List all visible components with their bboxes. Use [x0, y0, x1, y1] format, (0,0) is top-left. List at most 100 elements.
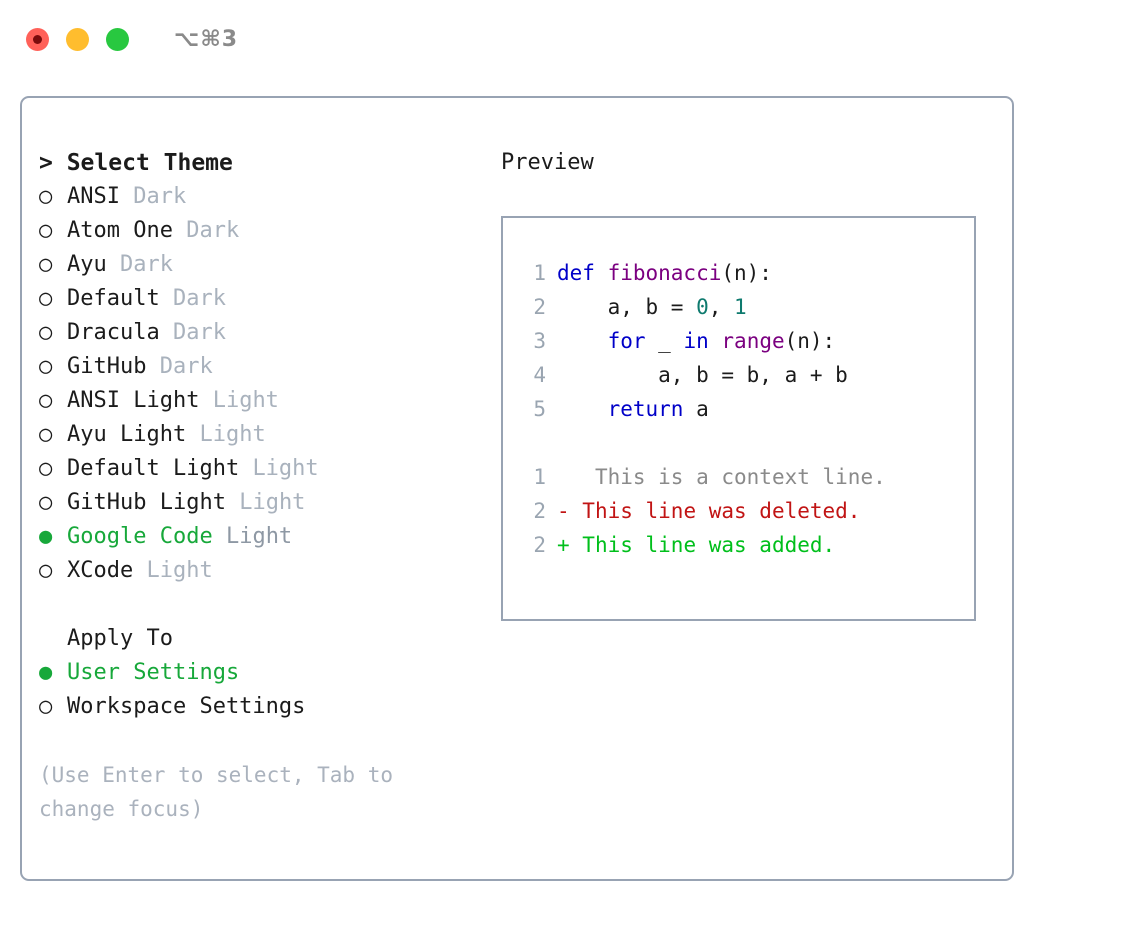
theme-option-label: GitHub [67, 354, 147, 379]
radio-unselected-icon: ○ [39, 320, 53, 345]
theme-option-category: Light [239, 490, 306, 515]
theme-option-ansi-light[interactable]: ○ ANSI Light Light [39, 384, 479, 418]
theme-option-label: Ayu [67, 252, 107, 277]
radio-unselected-icon: ○ [39, 354, 53, 379]
theme-option-category: Dark [186, 218, 240, 243]
code-token-pun: (n): [721, 261, 772, 285]
theme-option-category: Dark [159, 354, 213, 379]
code-token-pun [557, 329, 608, 353]
maximize-button[interactable] [106, 27, 129, 51]
radio-selected-icon: ● [39, 524, 53, 549]
diff-line-added: 2 + This line was added. [503, 528, 974, 562]
apply-to-option-label: Workspace Settings [67, 694, 306, 719]
theme-option-label: GitHub Light [67, 490, 226, 515]
theme-list-header: > Select Theme [39, 146, 479, 180]
code-token-pun: (n): [784, 329, 836, 353]
code-token-fn: fibonacci [607, 261, 722, 285]
theme-option-label: Ayu Light [67, 422, 187, 447]
title-bar: ⌥⌘3 [0, 0, 1140, 78]
theme-option-category: Light [212, 388, 279, 413]
code-line-number: 5 [533, 397, 546, 421]
theme-option-category: Light [199, 422, 266, 447]
radio-unselected-icon: ○ [39, 184, 53, 209]
radio-unselected-icon: ○ [39, 558, 53, 583]
theme-option-category: Dark [172, 286, 226, 311]
code-token-num: 0 [696, 295, 709, 319]
code-line: 5 return a [503, 392, 974, 426]
theme-option-category: Dark [133, 184, 187, 209]
apply-to-header: Apply To [67, 626, 173, 651]
theme-option-atom-one[interactable]: ○ Atom One Dark [39, 214, 479, 248]
theme-option-label: Default Light [67, 456, 240, 481]
code-token-var: a, b = b, a + b [557, 363, 848, 387]
theme-option-ayu[interactable]: ○Ayu Dark [39, 248, 479, 282]
diff-line-text: This is a context line. [569, 465, 886, 489]
apply-to-option-label: User Settings [67, 660, 240, 685]
theme-option-category: Light [225, 524, 293, 549]
code-token-pun: , [708, 295, 735, 319]
theme-option-github[interactable]: ○ GitHub Dark [39, 350, 479, 384]
code-line: 2 a, b = 0, 1 [503, 290, 974, 324]
diff-line-context: 1 This is a context line. [503, 460, 974, 494]
theme-option-ayu-light[interactable]: ○ Ayu Light Light [39, 418, 479, 452]
radio-unselected-icon: ○ [39, 286, 53, 311]
theme-option-github-light[interactable]: ○GitHub Light Light [39, 486, 479, 520]
theme-option-default[interactable]: ○ Default Dark [39, 282, 479, 316]
radio-unselected-icon: ○ [39, 252, 53, 277]
code-diff-spacer [503, 426, 974, 460]
diff-marker: - [557, 499, 570, 523]
minimize-button[interactable] [66, 27, 89, 51]
theme-option-label: ANSI [67, 184, 120, 209]
theme-option-label: Atom One [67, 218, 173, 243]
theme-option-label: ANSI Light [67, 388, 200, 413]
theme-option-default-light[interactable]: ○Default Light Light [39, 452, 479, 486]
theme-option-ansi[interactable]: ○ ANSI Dark [39, 180, 479, 214]
diff-line-text: This line was deleted. [569, 499, 861, 523]
theme-option-label: Google Code [67, 524, 213, 549]
code-token-kw: def [557, 261, 608, 285]
apply-to-option-workspace-settings[interactable]: ○ Workspace Settings [39, 690, 479, 724]
keyboard-shortcut-label: ⌥⌘3 [174, 26, 239, 52]
main-panel: > Select Theme ○ANSI Dark○Atom One Dark○… [20, 96, 1014, 881]
close-button[interactable] [26, 27, 49, 51]
diff-sample: 1 This is a context line.2- This line wa… [503, 460, 974, 562]
diff-line-number: 1 [533, 465, 546, 489]
diff-line-text: This line was added. [569, 533, 836, 557]
theme-option-google-code[interactable]: ● Google Code Light [39, 520, 479, 554]
theme-option-label: XCode [67, 558, 134, 583]
theme-option-category: Dark [172, 320, 226, 345]
diff-line-number: 2 [533, 533, 546, 557]
code-token-kw: for [607, 329, 646, 353]
window-controls [26, 27, 129, 51]
radio-unselected-icon: ○ [39, 422, 53, 447]
code-token-pun [557, 397, 608, 421]
code-line-number: 3 [533, 329, 546, 353]
code-token-var: _ [645, 329, 684, 353]
keyboard-hint: (Use Enter to select, Tab to change focu… [39, 763, 394, 821]
theme-option-label: Default [67, 286, 160, 311]
radio-unselected-icon: ○ [39, 694, 53, 719]
theme-option-xcode[interactable]: ○ XCode Light [39, 554, 479, 588]
code-line: 4 a, b = b, a + b [503, 358, 974, 392]
code-token-kw: in [683, 329, 709, 353]
radio-unselected-icon: ○ [39, 388, 53, 413]
theme-list: ○ANSI Dark○Atom One Dark○Ayu Dark○Defaul… [39, 180, 479, 588]
radio-selected-icon: ● [39, 660, 53, 685]
preview-title: Preview [501, 150, 594, 175]
code-token-fn: range [721, 329, 785, 353]
theme-option-dracula[interactable]: ○Dracula Dark [39, 316, 479, 350]
apply-to-option-user-settings[interactable]: ● User Settings [39, 656, 479, 690]
theme-option-category: Light [146, 558, 213, 583]
diff-marker: + [557, 533, 570, 557]
diff-line-deleted: 2- This line was deleted. [503, 494, 974, 528]
apply-to-list: ● User Settings ○ Workspace Settings [39, 656, 479, 724]
diff-line-number: 2 [533, 499, 546, 523]
code-token-num: 1 [734, 295, 747, 319]
panel-columns: > Select Theme ○ANSI Dark○Atom One Dark○… [22, 98, 1012, 879]
radio-unselected-icon: ○ [39, 218, 53, 243]
code-line: 3 for _ in range(n): [503, 324, 974, 358]
